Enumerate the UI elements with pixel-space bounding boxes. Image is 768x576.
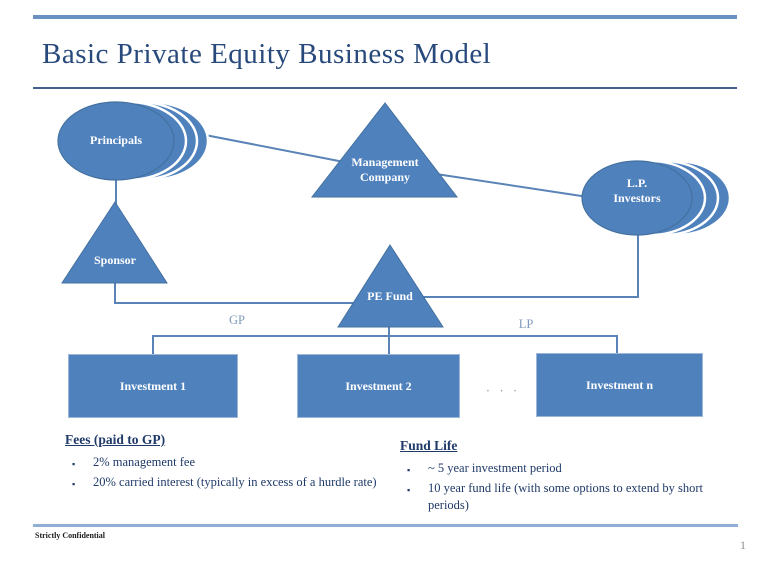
lp-ellipse-front — [581, 160, 693, 236]
pe-fund-label: PE Fund — [367, 289, 413, 303]
top-rule — [33, 15, 737, 19]
fees-bullet-1-text: 2% management fee — [93, 455, 196, 469]
lp-investors-ellipse-stack — [581, 159, 732, 237]
fund-life-block: Fund Life ▪ ~ 5 year investment period ▪… — [400, 438, 730, 517]
fees-block: Fees (paid to GP) ▪ 2% management fee ▪ … — [65, 432, 377, 494]
principals-label: Principals — [89, 133, 142, 147]
fees-bullet-2-text: 20% carried interest (typically in exces… — [93, 475, 377, 489]
lp-edge-label: LP — [518, 317, 534, 331]
pe-fund-triangle — [337, 244, 444, 328]
bullet-square-icon: ▪ — [72, 459, 76, 469]
management-company-label: Management Company — [351, 155, 419, 184]
connector-sponsor-pefund — [114, 283, 356, 304]
connector-lpinvestors-pefund — [420, 233, 639, 298]
footer-rule — [33, 524, 738, 527]
page-number: 1 — [740, 538, 746, 552]
sponsor-label: Sponsor — [93, 253, 137, 267]
fund-life-heading: Fund Life — [400, 438, 458, 453]
fund-life-bullet-2: ▪ 10 year fund life (with some options t… — [400, 480, 730, 514]
connector-principals-management — [199, 133, 345, 163]
fund-life-bullet-1-text: ~ 5 year investment period — [428, 461, 562, 475]
title-underline — [33, 87, 737, 89]
sponsor-triangle — [61, 201, 168, 284]
fees-bullet-2: ▪ 20% carried interest (typically in exc… — [65, 474, 377, 491]
confidentiality-label: Strictly Confidential — [35, 531, 105, 540]
fees-bullet-1: ▪ 2% management fee — [65, 454, 377, 471]
investment-2-box: Investment 2 — [297, 354, 460, 418]
lp-investors-label: L.P. Investors — [613, 176, 661, 205]
bullet-square-icon: ▪ — [72, 479, 76, 489]
fund-life-bullet-2-text: 10 year fund life (with some options to … — [428, 481, 703, 512]
page-title: Basic Private Equity Business Model — [42, 38, 492, 70]
bullet-square-icon: ▪ — [407, 465, 411, 475]
gp-edge-label: GP — [229, 313, 245, 327]
management-company-triangle — [310, 102, 459, 198]
connector-management-lp-investors — [435, 173, 589, 198]
principals-ellipse-front — [57, 101, 175, 181]
fund-life-bullet-1: ▪ ~ 5 year investment period — [400, 460, 730, 477]
investments-ellipsis: · · · — [485, 383, 521, 398]
investment-1-box: Investment 1 — [68, 354, 238, 418]
connector-lines — [114, 133, 639, 354]
fees-heading: Fees (paid to GP) — [65, 432, 166, 447]
principals-ellipse-stack — [57, 100, 210, 182]
connector-investments-elbow — [152, 335, 618, 354]
investment-n-box: Investment n — [536, 353, 703, 417]
bullet-square-icon: ▪ — [407, 485, 411, 495]
